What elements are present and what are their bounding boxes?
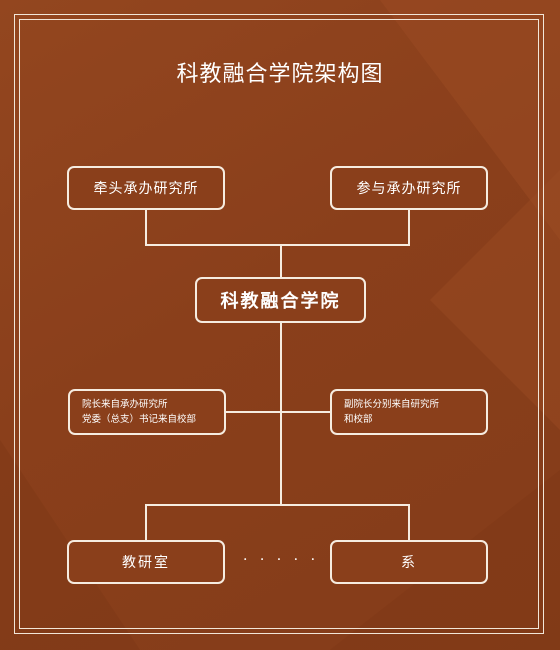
teaching-office-box: 教研室 — [67, 540, 225, 584]
diagram-title: 科教融合学院架构图 — [176, 62, 384, 87]
vice-dean-line-2: 和校部 — [344, 414, 373, 425]
teaching-office-label: 教研室 — [122, 555, 170, 571]
dean-box: 院长来自承办研究所 党委（总支）书记来自校部 — [68, 389, 226, 435]
lead-institute-box: 牵头承办研究所 — [67, 166, 225, 210]
dean-line-1: 院长来自承办研究所 — [82, 399, 168, 410]
vice-dean-box: 副院长分别来自研究所 和校部 — [330, 389, 488, 435]
participating-institute-label: 参与承办研究所 — [356, 181, 462, 197]
college-box: 科教融合学院 — [195, 277, 366, 323]
department-box: 系 — [330, 540, 488, 584]
dean-line-2: 党委（总支）书记来自校部 — [82, 414, 197, 425]
outer-frame-border — [14, 14, 544, 634]
department-label: 系 — [401, 555, 417, 571]
ellipsis-dots: · · · · · — [242, 552, 320, 568]
participating-institute-box: 参与承办研究所 — [330, 166, 488, 210]
lead-institute-label: 牵头承办研究所 — [93, 181, 199, 197]
vice-dean-line-1: 副院长分别来自研究所 — [344, 399, 440, 410]
college-label: 科教融合学院 — [220, 291, 341, 312]
inner-frame-border — [19, 19, 539, 629]
